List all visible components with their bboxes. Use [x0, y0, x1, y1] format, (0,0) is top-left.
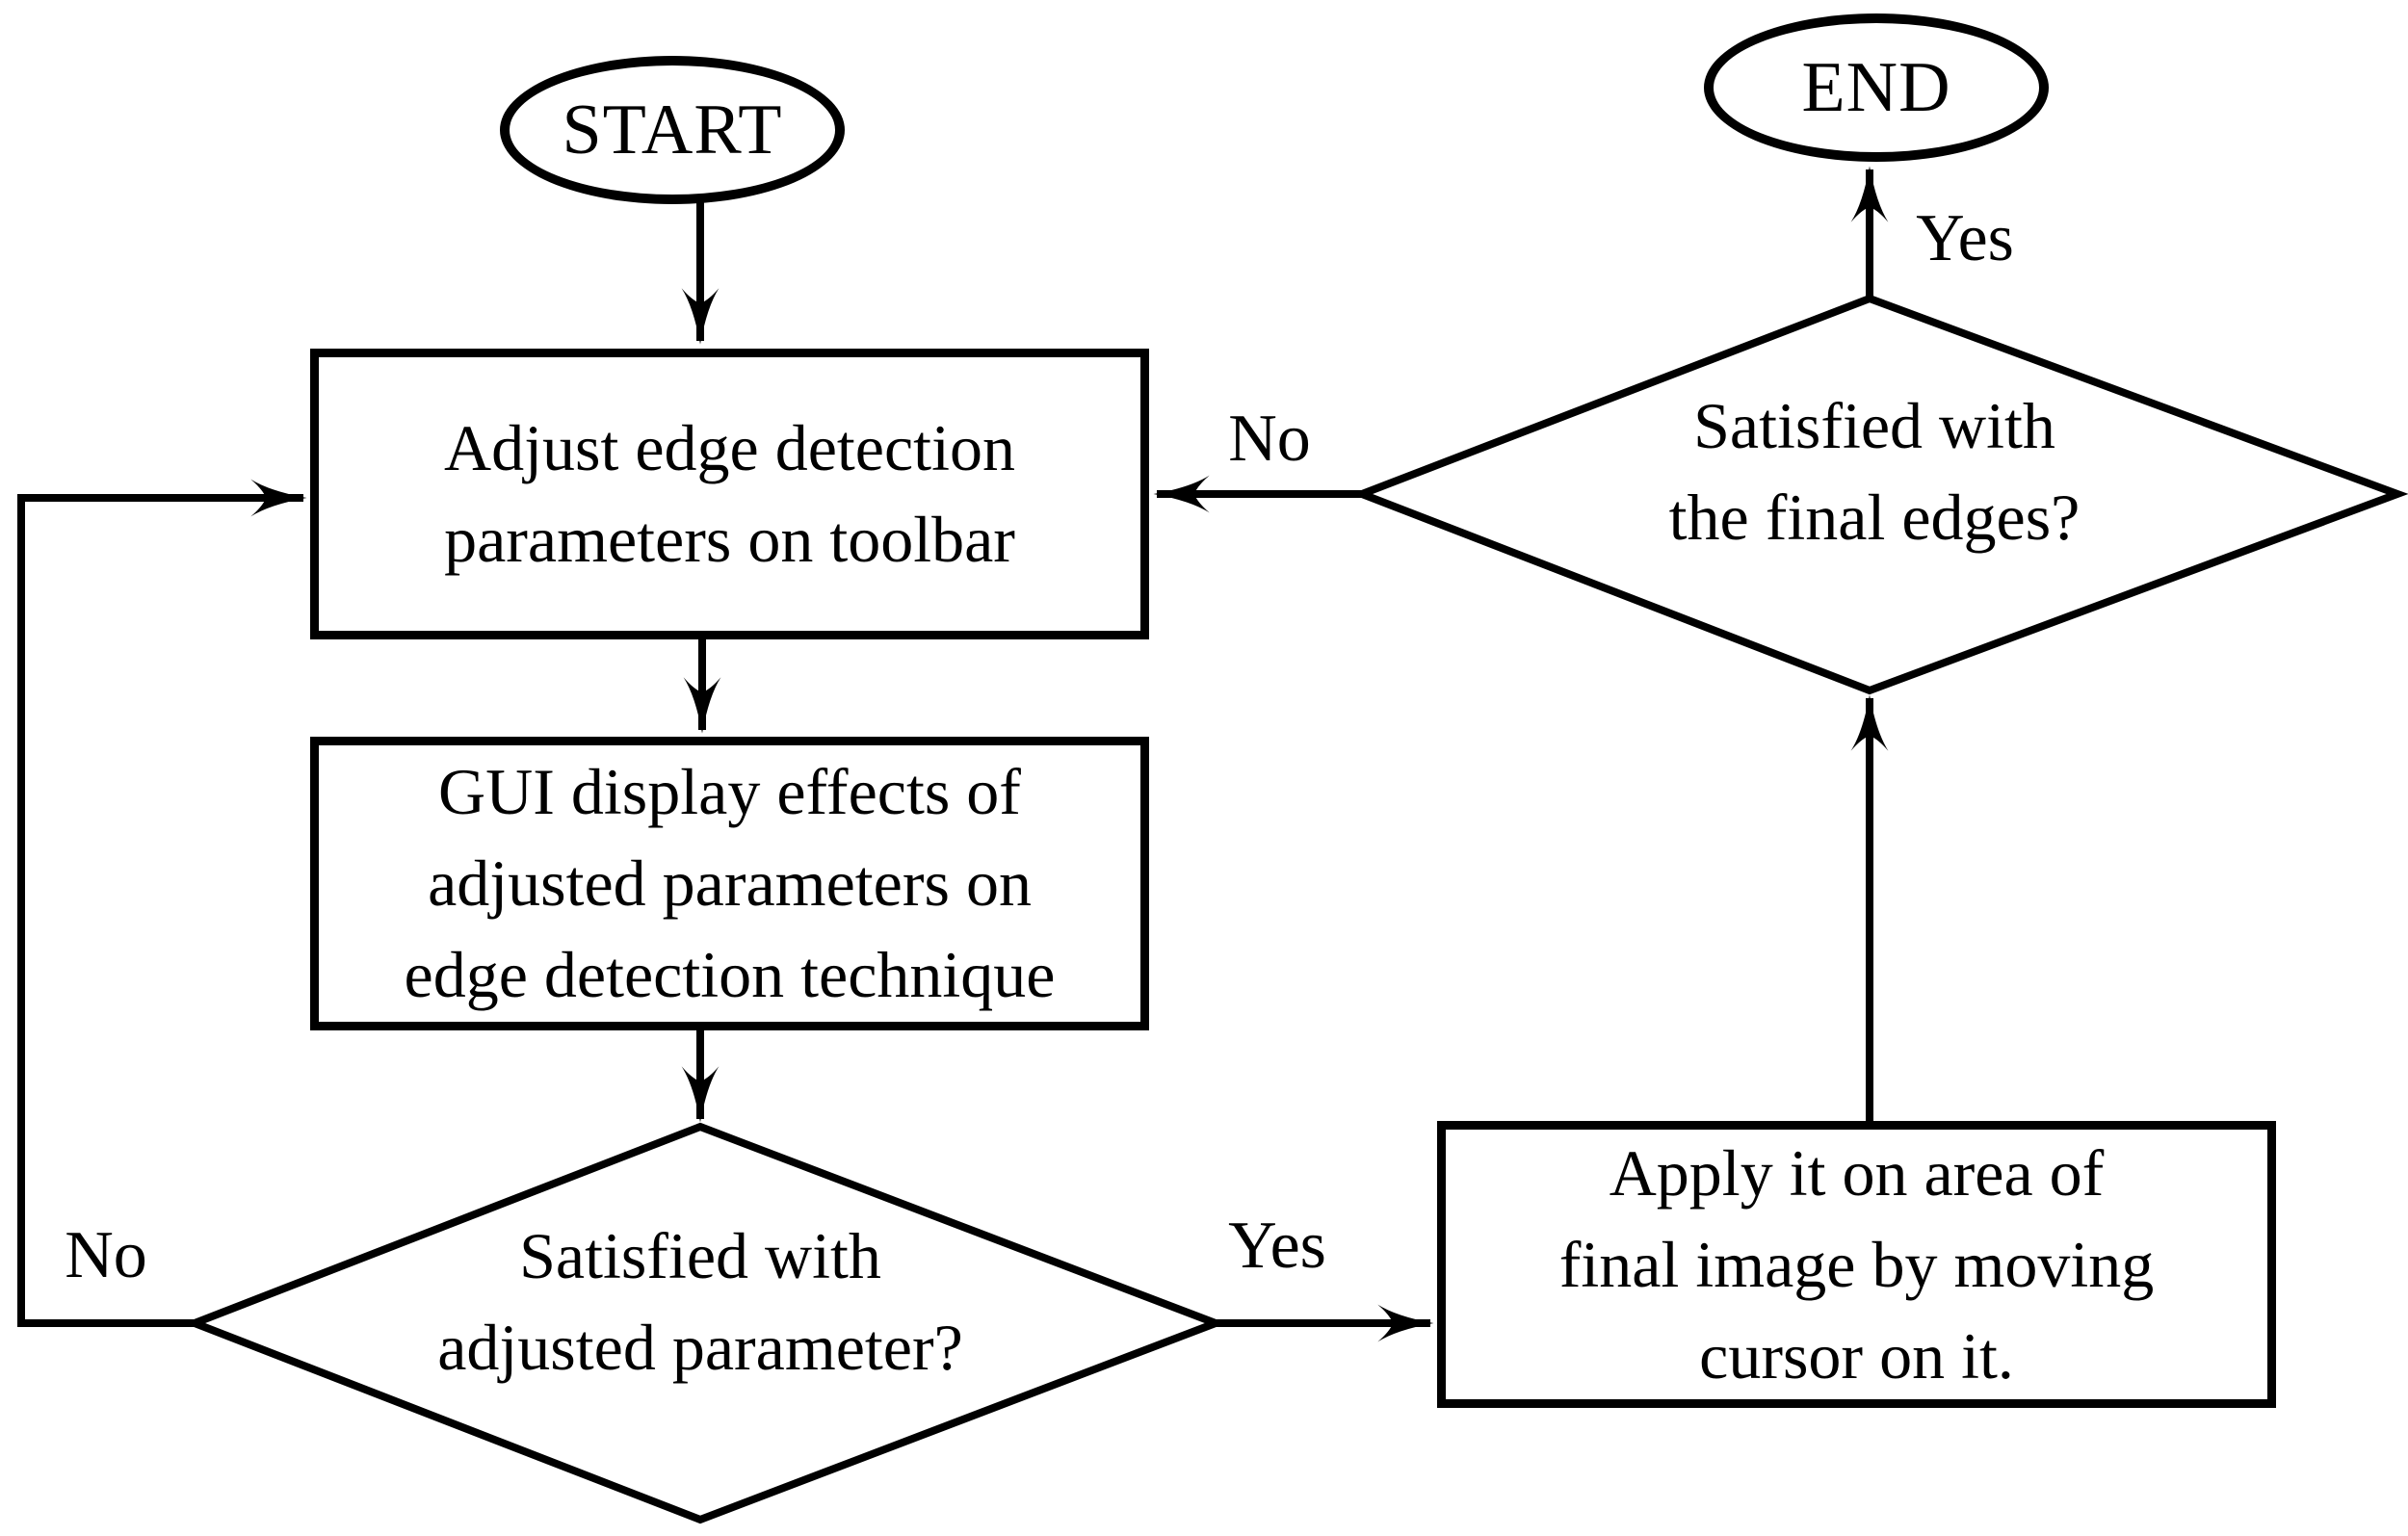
decision-adjusted-parameter-line2: adjusted parameter? — [437, 1311, 963, 1384]
decision-adjusted-parameter-shape — [183, 1122, 1227, 1524]
decision-adjusted-parameter-line1: Satisfied with — [519, 1219, 881, 1292]
decision-final-edges-shape — [1350, 294, 2408, 695]
edge-label-param-no: No — [65, 1218, 147, 1292]
process-gui-display-line2: adjusted parameters on — [428, 846, 1032, 920]
process-apply-cursor-line3: cursor on it. — [1699, 1318, 2014, 1393]
end-label: END — [1801, 48, 1951, 127]
decision-final-edges-line2: the final edges? — [1668, 481, 2081, 554]
process-adjust-parameters-line2: parameters on toolbar — [444, 503, 1015, 576]
end-terminator: END — [1704, 13, 2049, 162]
process-gui-display: GUI display effects of adjusted paramete… — [310, 737, 1149, 1030]
decision-adjusted-parameter-text: Satisfied with adjusted parameter? — [437, 1211, 963, 1393]
process-gui-display-line1: GUI display effects of — [438, 755, 1021, 828]
process-apply-cursor: Apply it on area of final image by movin… — [1437, 1121, 2276, 1408]
start-terminator: START — [500, 56, 845, 204]
process-adjust-parameters: Adjust edge detection parameters on tool… — [310, 349, 1149, 639]
process-apply-cursor-line1: Apply it on area of — [1609, 1135, 2105, 1210]
edge-label-param-yes: Yes — [1228, 1209, 1326, 1283]
process-apply-cursor-line2: final image by moving — [1558, 1227, 2155, 1301]
decision-final-edges-line1: Satisfied with — [1693, 389, 2055, 462]
process-adjust-parameters-line1: Adjust edge detection — [444, 411, 1015, 484]
process-gui-display-line3: edge detection technique — [404, 938, 1056, 1011]
connector-param-no-loop-to-adjust — [17, 479, 307, 1327]
decision-final-edges-text: Satisfied with the final edges? — [1669, 380, 2081, 563]
edge-label-edges-no: No — [1228, 402, 1311, 476]
start-label: START — [562, 91, 783, 169]
edge-label-edges-yes: Yes — [1916, 201, 2014, 275]
